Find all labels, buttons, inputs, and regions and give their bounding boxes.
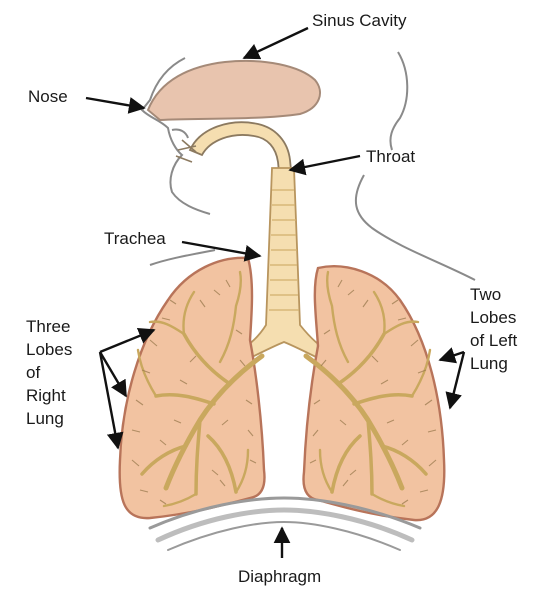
- trachea-label: Trachea: [104, 228, 166, 251]
- throat-arrow: [290, 156, 360, 170]
- sinus-cavity-label: Sinus Cavity: [312, 10, 406, 33]
- left-lung-arrow-2: [450, 352, 464, 408]
- throat-label: Throat: [366, 146, 415, 169]
- right-lung-label: Three Lobes of Right Lung: [26, 316, 72, 431]
- sinus-cavity-shape: [148, 61, 320, 120]
- left-lung-arrow-1: [440, 352, 464, 360]
- nose-arrow: [86, 98, 144, 108]
- sinus-cavity-arrow: [244, 28, 308, 58]
- nose-label: Nose: [28, 86, 68, 109]
- left-lung: [304, 266, 445, 520]
- diaphragm-label: Diaphragm: [238, 566, 321, 589]
- left-lung-label: Two Lobes of Left Lung: [470, 284, 517, 376]
